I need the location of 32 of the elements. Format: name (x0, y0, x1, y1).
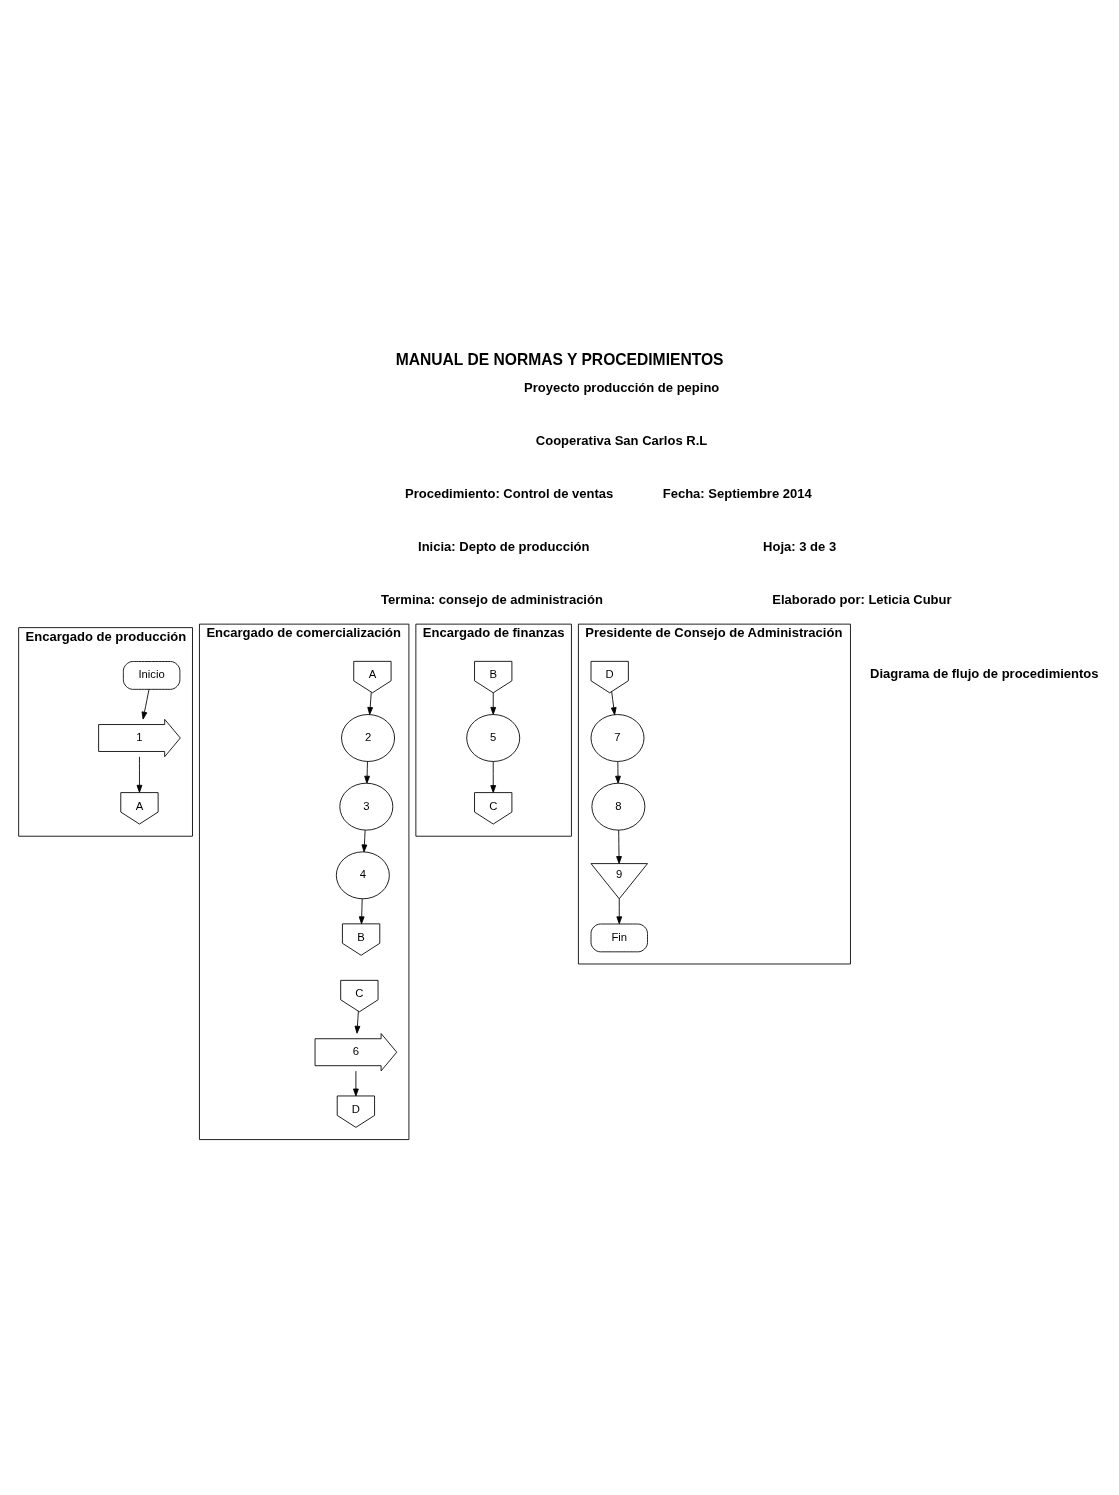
arrow (490, 692, 497, 715)
label: Hoja: 3 de 3 (763, 538, 837, 554)
node-ellipse: 8 (591, 782, 646, 831)
arrow (367, 691, 374, 715)
node-box: Fin (590, 923, 648, 952)
label: Termina: consejo de administración (381, 591, 603, 607)
arrow (354, 1010, 361, 1034)
label: Proyecto producción de pepino (524, 379, 720, 395)
label: Cooperativa San Carlos R.L (535, 432, 708, 448)
node-box: Inicio (122, 660, 181, 690)
node-ellipse: 2 (341, 713, 395, 762)
label: Fecha: Septiembre 2014 (662, 485, 812, 501)
diagram-title: MANUAL DE NORMAS Y PROCEDIMIENTOS (395, 350, 724, 368)
arrow (616, 829, 622, 864)
node-ellipse: 7 (590, 713, 645, 762)
arrow (615, 760, 621, 784)
label: Diagrama de flujo de procedimientos (870, 665, 1099, 681)
label: Elaborado por: Leticia Cubur (772, 591, 952, 607)
arrow (353, 1070, 359, 1096)
arrow (364, 760, 370, 784)
arrow (361, 829, 368, 852)
node-ellipse: 5 (466, 713, 521, 762)
arrow (616, 897, 623, 924)
label: Procedimiento: Control de ventas (405, 485, 614, 501)
arrow (610, 690, 617, 715)
arrow (490, 760, 497, 793)
node-ellipse: 3 (339, 782, 394, 831)
node-ellipse: 4 (335, 850, 390, 899)
label: Inicia: Depto de producción (418, 538, 590, 554)
arrow (136, 755, 143, 793)
arrow (141, 688, 150, 720)
arrow (358, 897, 365, 924)
